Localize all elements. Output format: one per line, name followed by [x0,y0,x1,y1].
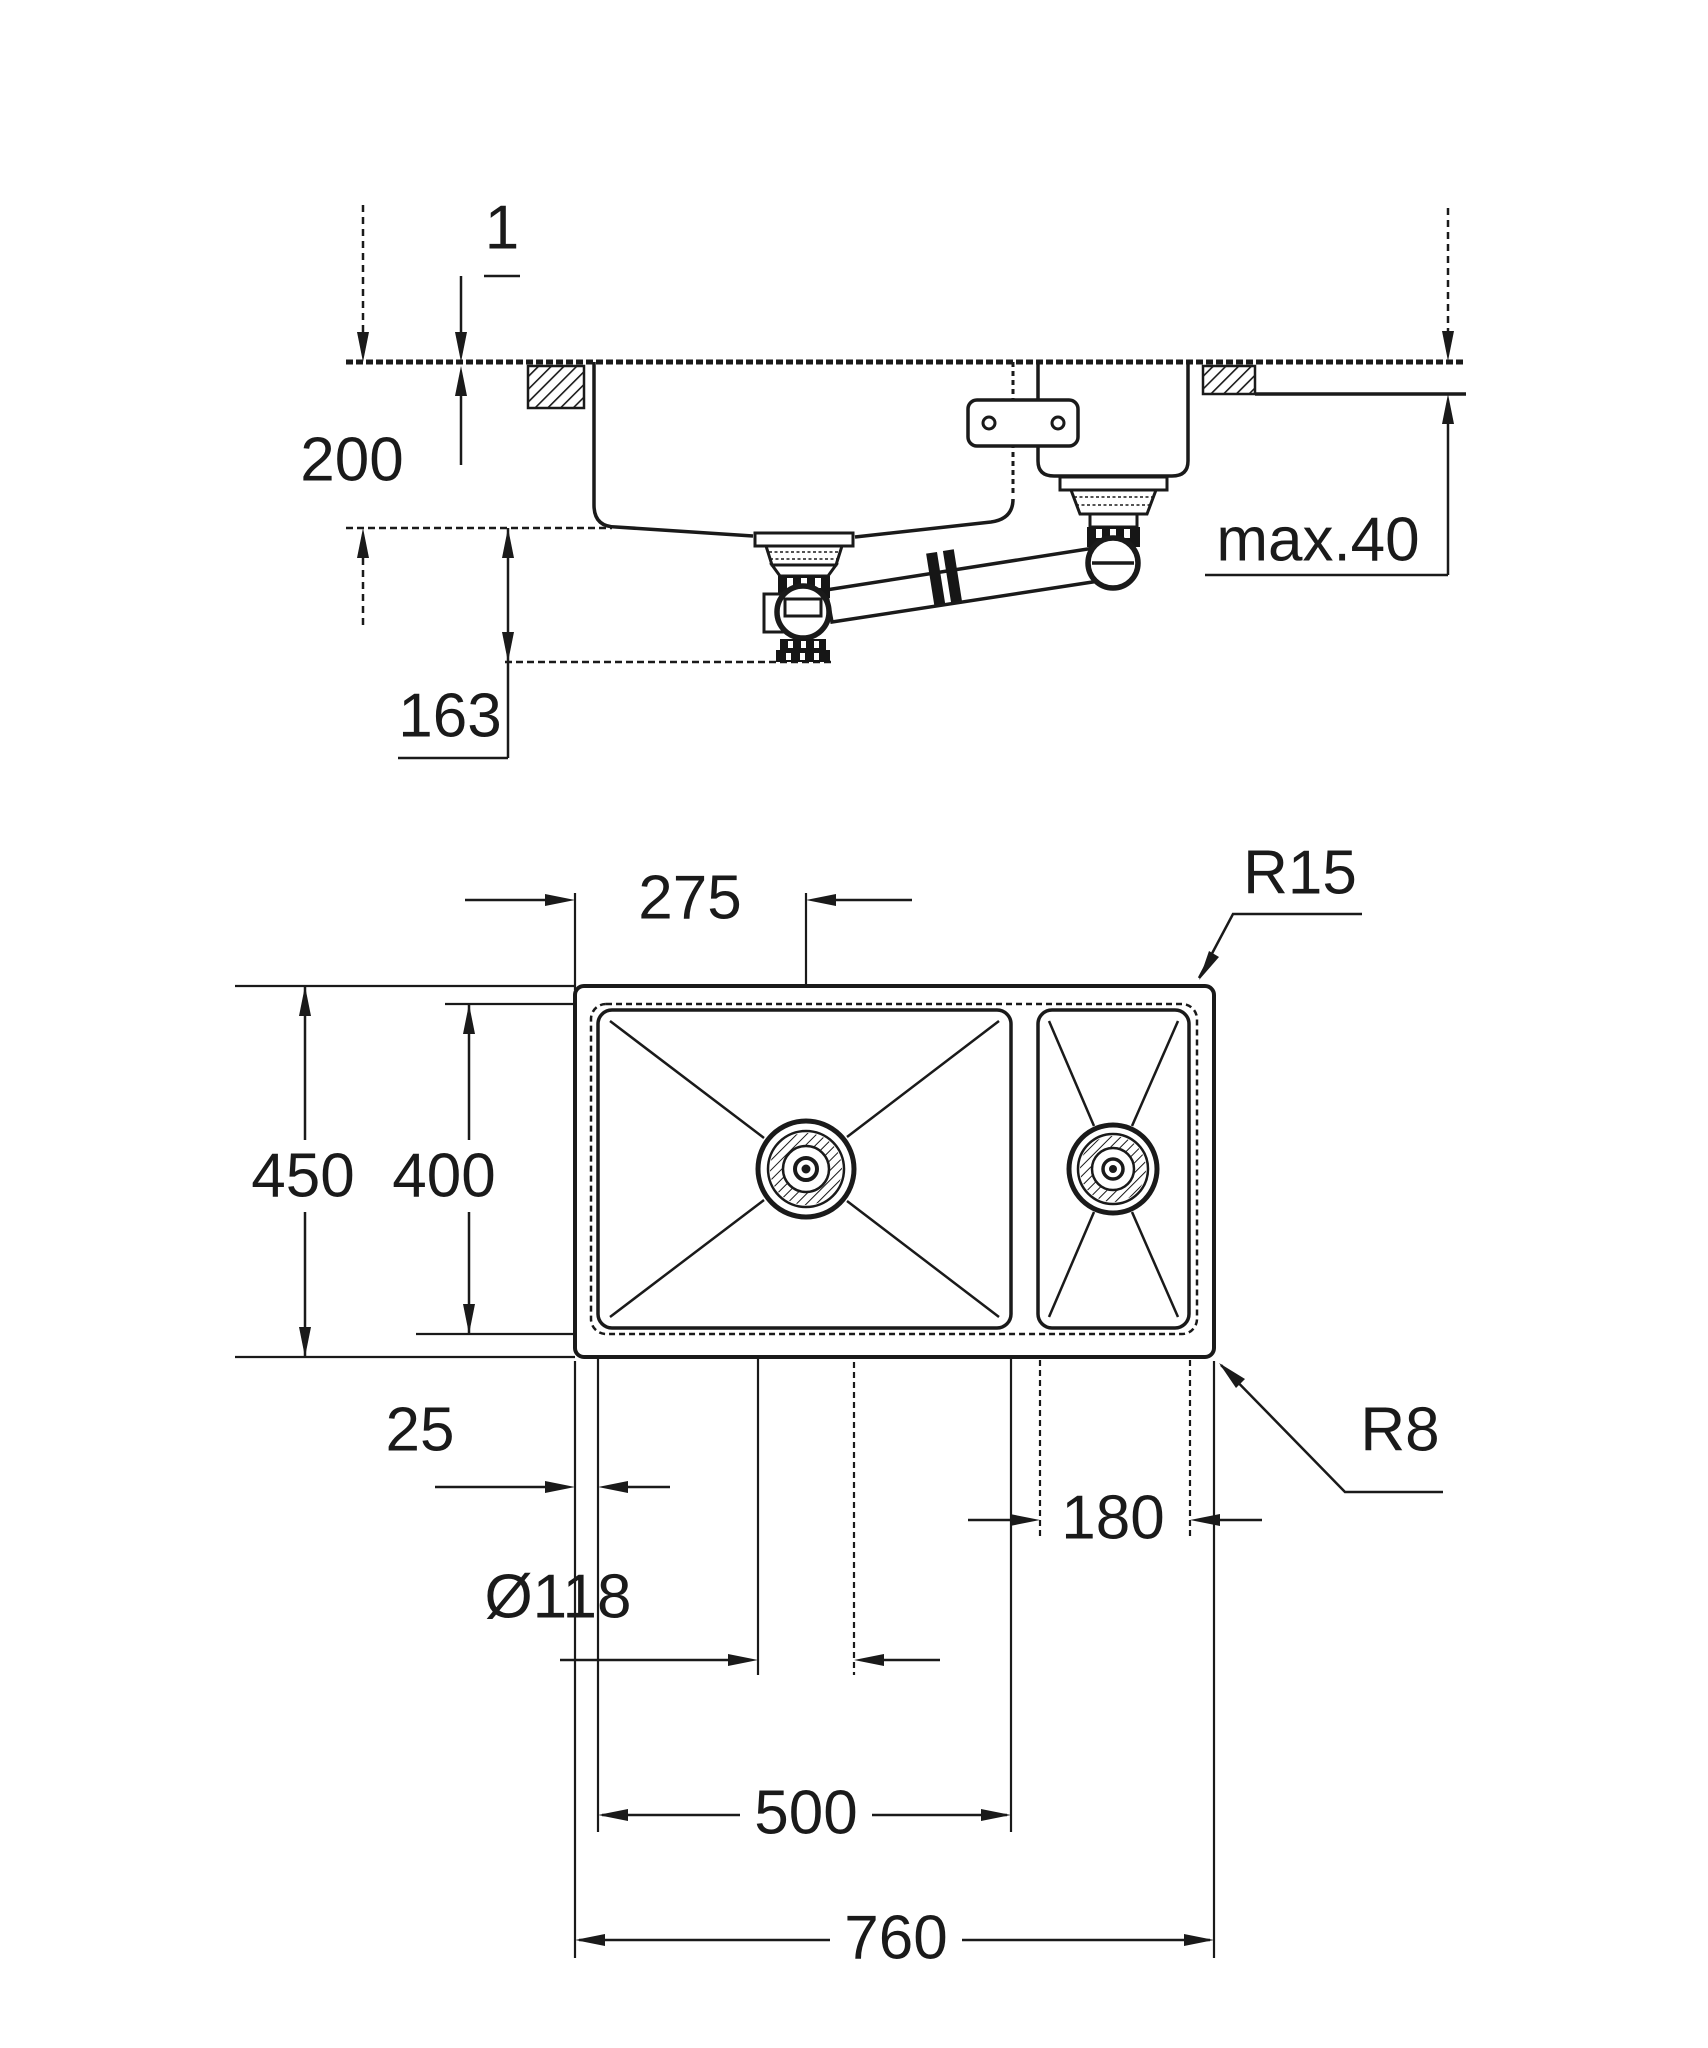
dim-counter-thickness: max.40 [1205,208,1454,577]
dim-drain-offset: 275 [465,864,912,933]
small-bowl-left-wall [1036,362,1055,478]
bowl-inner-depth-label: 400 [392,1142,495,1211]
dim-overall-width: 760 [575,1904,1214,1973]
dim-bowl-inner-depth: 400 [392,1004,496,1334]
dim-rim-height: 1 [455,194,520,465]
bowl-depth-label: 200 [300,426,403,495]
rim-height-label: 1 [485,194,519,263]
overall-width-label: 760 [844,1904,947,1973]
small-bowl-width-label: 180 [1061,1484,1164,1553]
rim-offset-label: 25 [386,1396,455,1465]
small-drain-assembly [1058,475,1169,591]
dim-overall-depth: 450 [251,986,355,1357]
dim-bowl-depth: 200 [300,205,404,627]
counter-hatch-left [526,364,586,410]
dim-main-bowl-width: 500 [598,1779,1011,1848]
dim-drain-diameter: Ø118 [484,1563,940,1666]
small-bowl-diagonals [1047,1020,1180,1318]
rim-inner-line [589,1002,1199,1336]
main-bowl-width-label: 500 [754,1779,857,1848]
main-bowl-bottom-right [854,498,1015,539]
drain-offset-label: 275 [638,864,741,933]
bowl-corner-radius-label: R15 [1243,839,1357,908]
small-drain-plan [1066,1122,1160,1216]
small-bowl-right-wall [1171,362,1190,478]
main-drain-plan [755,1118,857,1220]
dim-small-bowl-width: 180 [968,1484,1262,1553]
overall-depth-label: 450 [251,1142,354,1211]
main-drain-assembly [753,531,855,662]
plan-view: 275 R15 450 400 [235,839,1443,1973]
drain-diameter-label: Ø118 [484,1563,631,1632]
side-elevation-view: 1 200 163 max.40 [300,194,1466,760]
outer-corner-radius-label: R8 [1360,1396,1439,1465]
connecting-pipe [823,545,1101,624]
bracket-hole [981,415,997,431]
main-bowl-left-wall [592,362,754,538]
dim-drain-height: 163 [398,528,514,760]
dim-bowl-corner-radius: R15 [1197,839,1362,980]
drain-height-label: 163 [398,682,501,751]
counter-hatch-right [1201,364,1257,396]
counter-thickness-label: max.40 [1216,506,1419,575]
sink-outer-edge [573,984,1216,1359]
mounting-bracket [966,398,1080,448]
bracket-hole [1050,415,1066,431]
dim-outer-corner-radius: R8 [1219,1363,1443,1494]
main-bowl-diagonals [609,1020,1000,1318]
small-bowl-outline [1036,1008,1191,1330]
main-bowl-outline [596,1008,1013,1330]
pipe-coupler [926,549,962,606]
dim-rim-offset: 25 [386,1396,670,1493]
